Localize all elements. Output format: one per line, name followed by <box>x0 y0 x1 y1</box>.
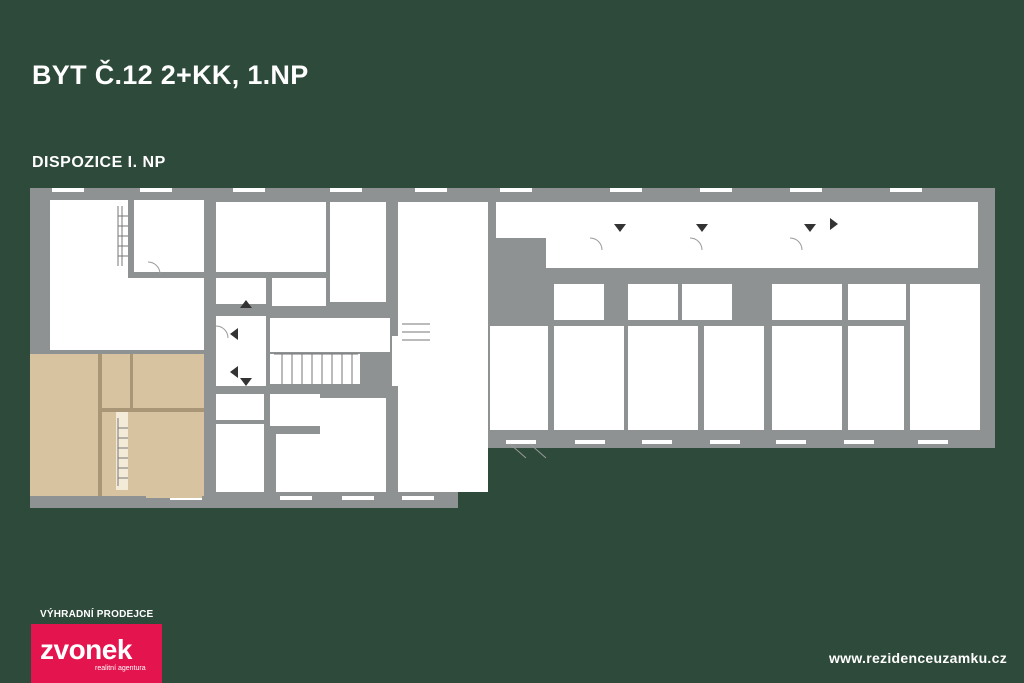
door-swings <box>147 237 803 459</box>
arrow-icons <box>230 218 838 386</box>
floor-plan-subtitle: DISPOZICE I. NP <box>32 154 166 171</box>
zvonek-logo[interactable]: zvonek realitní agentura <box>31 624 162 683</box>
exclusive-seller-label: VÝHRADNÍ PRODEJCE <box>40 609 154 620</box>
staircases <box>117 206 430 486</box>
page-title: BYT Č.12 2+KK, 1.NP <box>32 60 309 90</box>
rooms <box>50 200 980 492</box>
floor-plan <box>30 186 995 508</box>
floor-plan-drawing <box>30 188 995 508</box>
logo-wordmark: zvonek <box>40 634 132 665</box>
logo-tagline: realitní agentura <box>95 665 146 672</box>
highlighted-apartment-walls <box>98 354 204 496</box>
windows-top <box>52 188 922 192</box>
website-link[interactable]: www.rezidenceuzamku.cz <box>828 650 1007 666</box>
